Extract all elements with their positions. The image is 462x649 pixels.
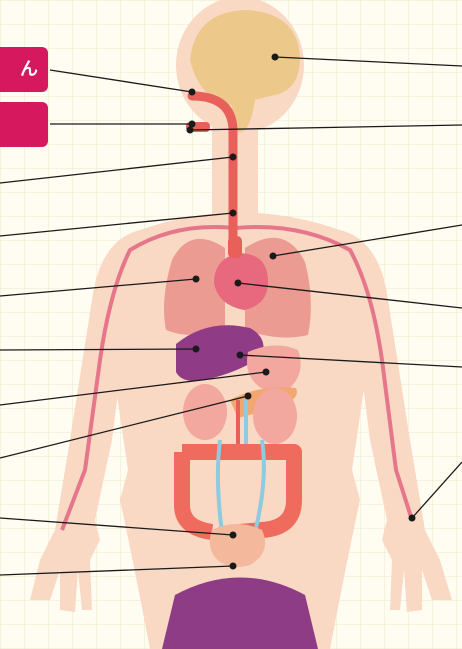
aorta (228, 236, 242, 258)
label-tag-top: ん (0, 47, 48, 92)
label-tag-second (0, 102, 48, 147)
